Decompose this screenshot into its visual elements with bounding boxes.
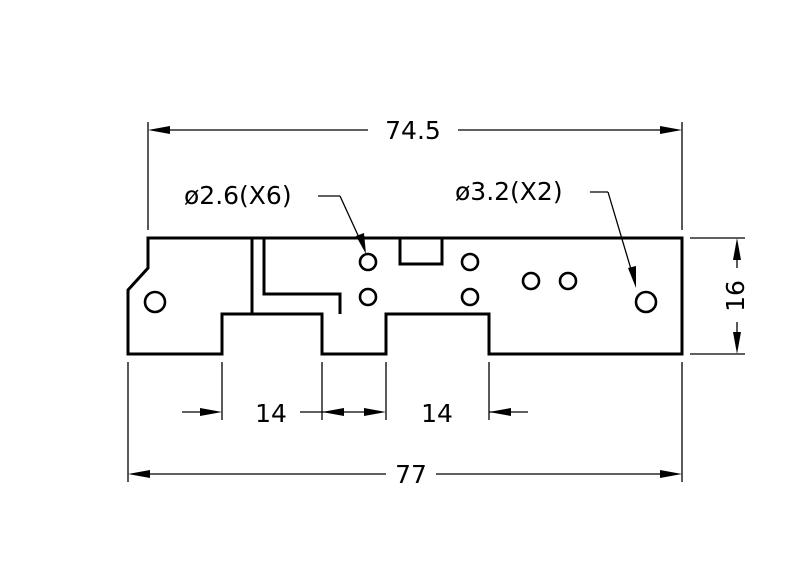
hole-large-left <box>143 290 167 314</box>
holes <box>143 252 658 314</box>
hole-small <box>358 252 378 272</box>
dimension-bottom: 77 <box>127 362 683 489</box>
hole-large-right <box>634 290 658 314</box>
dimension-bottom-label: 77 <box>395 460 427 489</box>
dimension-spacing: 14 14 <box>182 362 528 428</box>
dimension-top: 74.5 <box>147 116 683 230</box>
hole-small <box>358 287 378 307</box>
callout-large-holes: ø3.2(X2) <box>455 177 636 288</box>
top-notch <box>398 238 444 266</box>
part-outline <box>126 236 684 356</box>
hole-small <box>558 271 578 291</box>
dimension-height-label: 16 <box>721 280 750 312</box>
dimension-top-label: 74.5 <box>385 116 441 145</box>
dimension-height: 16 <box>690 237 750 355</box>
dimension-spacing-right-label: 14 <box>421 399 453 428</box>
callout-small-holes-label: ø2.6(X6) <box>184 181 292 210</box>
callout-large-holes-label: ø3.2(X2) <box>455 177 563 206</box>
hole-small <box>460 287 480 307</box>
internal-l-cut <box>262 238 342 314</box>
dimension-spacing-left-label: 14 <box>255 399 287 428</box>
callout-small-holes: ø2.6(X6) <box>184 181 366 254</box>
hole-small <box>521 271 541 291</box>
hole-small <box>460 252 480 272</box>
